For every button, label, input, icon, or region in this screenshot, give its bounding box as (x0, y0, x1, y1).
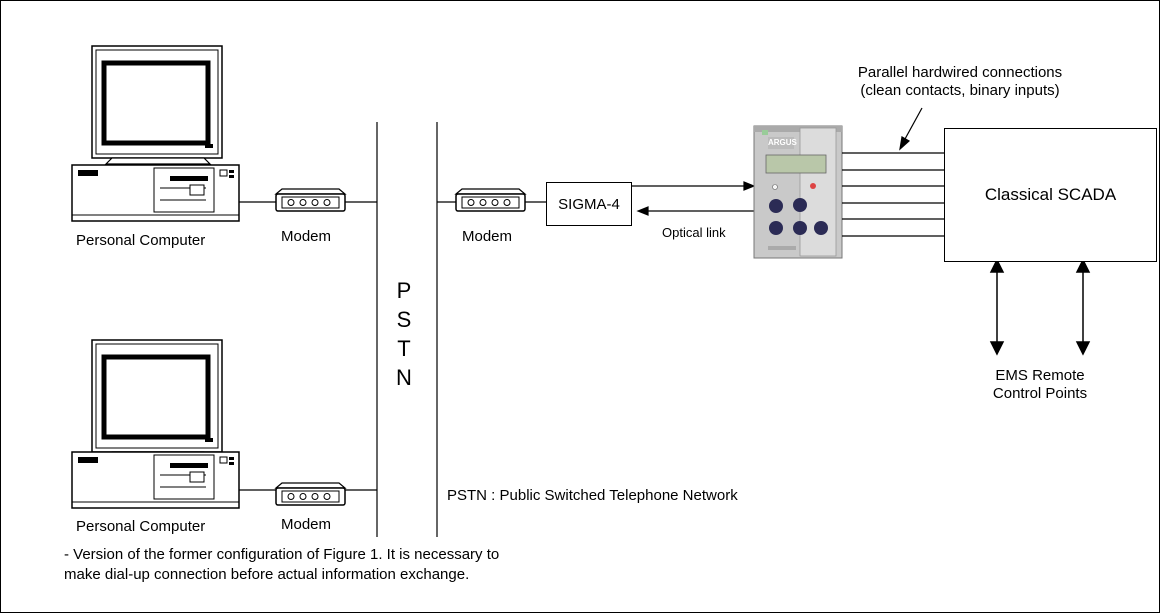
classical-scada-label: Classical SCADA (984, 185, 1117, 204)
personal-computer-icon (71, 339, 240, 509)
pstn-letter: N (396, 365, 412, 390)
optical-link-arrows (632, 181, 756, 216)
optical-link-label: Optical link (662, 225, 726, 240)
pstn-vertical-label: P S T N (389, 276, 419, 392)
parallel-connections-line2: (clean contacts, binary inputs) (860, 82, 1060, 99)
modem-icon (274, 482, 347, 506)
pstn-letter: P (396, 278, 412, 303)
personal-computer-icon (71, 45, 240, 222)
relay-device-icon (753, 125, 843, 259)
parallel-connections-label: Parallel hardwired connections (clean co… (810, 64, 1110, 100)
parallel-connections (842, 152, 944, 237)
sigma-4-label: SIGMA-4 (558, 195, 620, 213)
pstn-letter: S (396, 307, 412, 332)
connection-lines (239, 122, 546, 537)
sigma-4-box: SIGMA-4 (546, 182, 632, 226)
modem-top-left-label: Modem (281, 228, 332, 245)
ems-line1: EMS Remote (995, 367, 1085, 384)
footnote: - Version of the former configuration of… (64, 546, 500, 583)
pstn-legend: PSTN : Public Switched Telephone Network (447, 487, 738, 504)
modem-icon (454, 188, 527, 212)
pc-top-label: Personal Computer (76, 232, 206, 249)
device-brand-label: ARGUS (768, 138, 797, 147)
modem-right-label: Modem (462, 228, 513, 245)
ems-label: EMS Remote Control Points (960, 367, 1120, 403)
parallel-connections-line1: Parallel hardwired connections (857, 64, 1063, 81)
pc-bottom-label: Personal Computer (76, 518, 206, 535)
classical-scada-box: Classical SCADA (944, 128, 1157, 262)
ems-arrows (989, 258, 1091, 356)
modem-bottom-left-label: Modem (281, 516, 332, 533)
modem-icon (274, 188, 347, 212)
pstn-letter: T (397, 336, 411, 361)
ems-line2: Control Points (992, 385, 1088, 402)
callout-arrow (899, 107, 923, 151)
